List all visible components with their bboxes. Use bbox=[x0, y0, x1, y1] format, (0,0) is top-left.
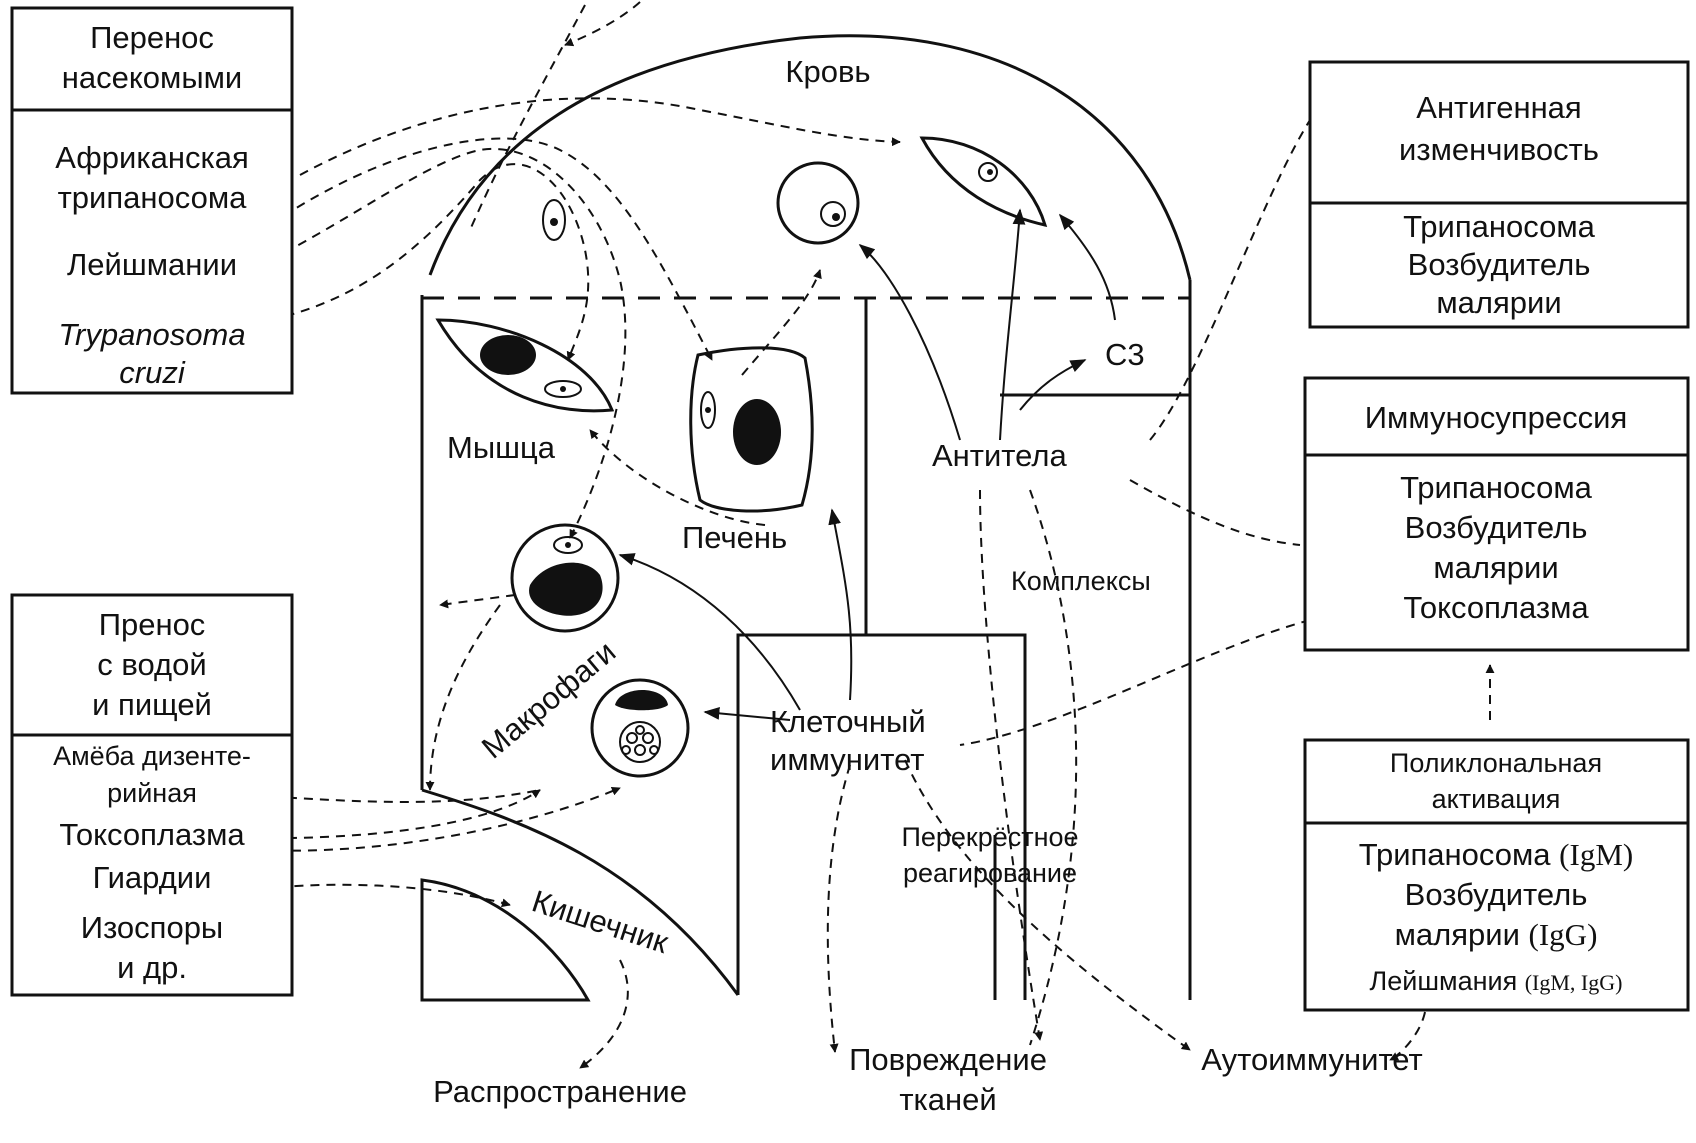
box-item: малярии bbox=[1433, 550, 1558, 585]
box-item: Возбудитель bbox=[1405, 877, 1588, 912]
cellular-immunity-label-1: Клеточный bbox=[770, 704, 926, 739]
box-header-line: с водой bbox=[97, 647, 206, 682]
antigenic-variation-box: Антигенная изменчивость Трипаносома Возб… bbox=[1308, 60, 1690, 329]
box-item: Трипаносома bbox=[1400, 470, 1593, 505]
box-item: малярии bbox=[1436, 285, 1561, 320]
box-item: Возбудитель bbox=[1405, 510, 1588, 545]
box-item: Лейшмании bbox=[67, 247, 237, 282]
box-header-line: насекомыми bbox=[62, 60, 242, 95]
box-header-line: Пренос bbox=[99, 607, 206, 642]
box-header-line: Поликлональная bbox=[1390, 748, 1602, 778]
box-item: Возбудитель bbox=[1408, 247, 1591, 282]
muscle-cell-icon bbox=[435, 318, 615, 413]
body-outline bbox=[420, 34, 1192, 1002]
free-parasite-icon bbox=[542, 199, 566, 241]
c3-label: С3 bbox=[1105, 337, 1145, 372]
intestine-wall bbox=[421, 788, 740, 996]
cyst-icon bbox=[590, 678, 690, 778]
blood-label: Кровь bbox=[785, 54, 870, 89]
box-item: Трипаносома bbox=[1403, 209, 1596, 244]
water-food-transmission-box: Пренос с водой и пищей Амёба дизенте- ри… bbox=[10, 593, 294, 997]
box-header: Иммуносупрессия bbox=[1365, 400, 1628, 435]
cellular-immunity-label-2: иммунитет bbox=[770, 742, 925, 777]
blood-parasite-icon bbox=[919, 136, 1048, 228]
muscle-label: Мышца bbox=[447, 430, 556, 465]
liver-cell-icon bbox=[689, 346, 814, 513]
immunosuppression-box: Иммуносупрессия Трипаносома Возбудитель … bbox=[1303, 376, 1690, 652]
box-item: Африканская bbox=[55, 140, 248, 175]
box-item: Изоспоры bbox=[81, 910, 223, 945]
box-header-line: активация bbox=[1432, 784, 1561, 814]
infected-cell-icon bbox=[776, 161, 860, 245]
box-item: рийная bbox=[107, 778, 197, 808]
box-header-line: и пищей bbox=[92, 687, 212, 722]
intestine-lumen bbox=[420, 878, 591, 1002]
box-item: малярии (IgG) bbox=[1395, 917, 1598, 952]
tissue-damage-label-2: тканей bbox=[899, 1082, 996, 1117]
autoimmunity-label: Аутоиммунитет bbox=[1201, 1042, 1422, 1077]
cross-reaction-label-1: Перекрёстное bbox=[901, 822, 1078, 852]
box-header-line: Перенос bbox=[90, 20, 214, 55]
complexes-label: Комплексы bbox=[1011, 566, 1151, 596]
box-item: Лейшмания (IgM, IgG) bbox=[1370, 966, 1623, 996]
dashed-pathways bbox=[214, 1, 1495, 1069]
solid-arrows bbox=[618, 208, 1116, 721]
cross-reaction-label-2: реагирование bbox=[903, 858, 1077, 888]
box-item: трипаносома bbox=[58, 180, 248, 215]
tissue-damage-label-1: Повреждение bbox=[849, 1042, 1047, 1077]
box-item: Амёба дизенте- bbox=[53, 741, 251, 771]
box-item-italic: Trypanosoma bbox=[58, 317, 245, 352]
box-item: Гиардии bbox=[93, 860, 212, 895]
polyclonal-activation-box: Поликлональная активация Трипаносома (Ig… bbox=[1303, 738, 1690, 1012]
inner-compartment bbox=[736, 633, 1027, 1000]
outcome-labels: Распространение Повреждение тканей Аутои… bbox=[433, 1042, 1423, 1117]
box-header-line: Антигенная bbox=[1416, 90, 1581, 125]
box-item: Токсоплазма bbox=[59, 817, 245, 852]
box-item: Трипаносома (IgM) bbox=[1359, 837, 1633, 872]
box-item-italic: cruzi bbox=[119, 355, 186, 390]
liver-label: Печень bbox=[682, 520, 787, 555]
spread-label: Распространение bbox=[433, 1074, 687, 1109]
antibodies-label: Антитела bbox=[932, 438, 1067, 473]
box-item: и др. bbox=[117, 950, 187, 985]
box-header-line: изменчивость bbox=[1399, 132, 1599, 167]
box-item: Токсоплазма bbox=[1403, 590, 1589, 625]
insect-transmission-box: Перенос насекомыми Африканская трипаносо… bbox=[10, 6, 294, 395]
macrophage-icon bbox=[510, 523, 620, 633]
